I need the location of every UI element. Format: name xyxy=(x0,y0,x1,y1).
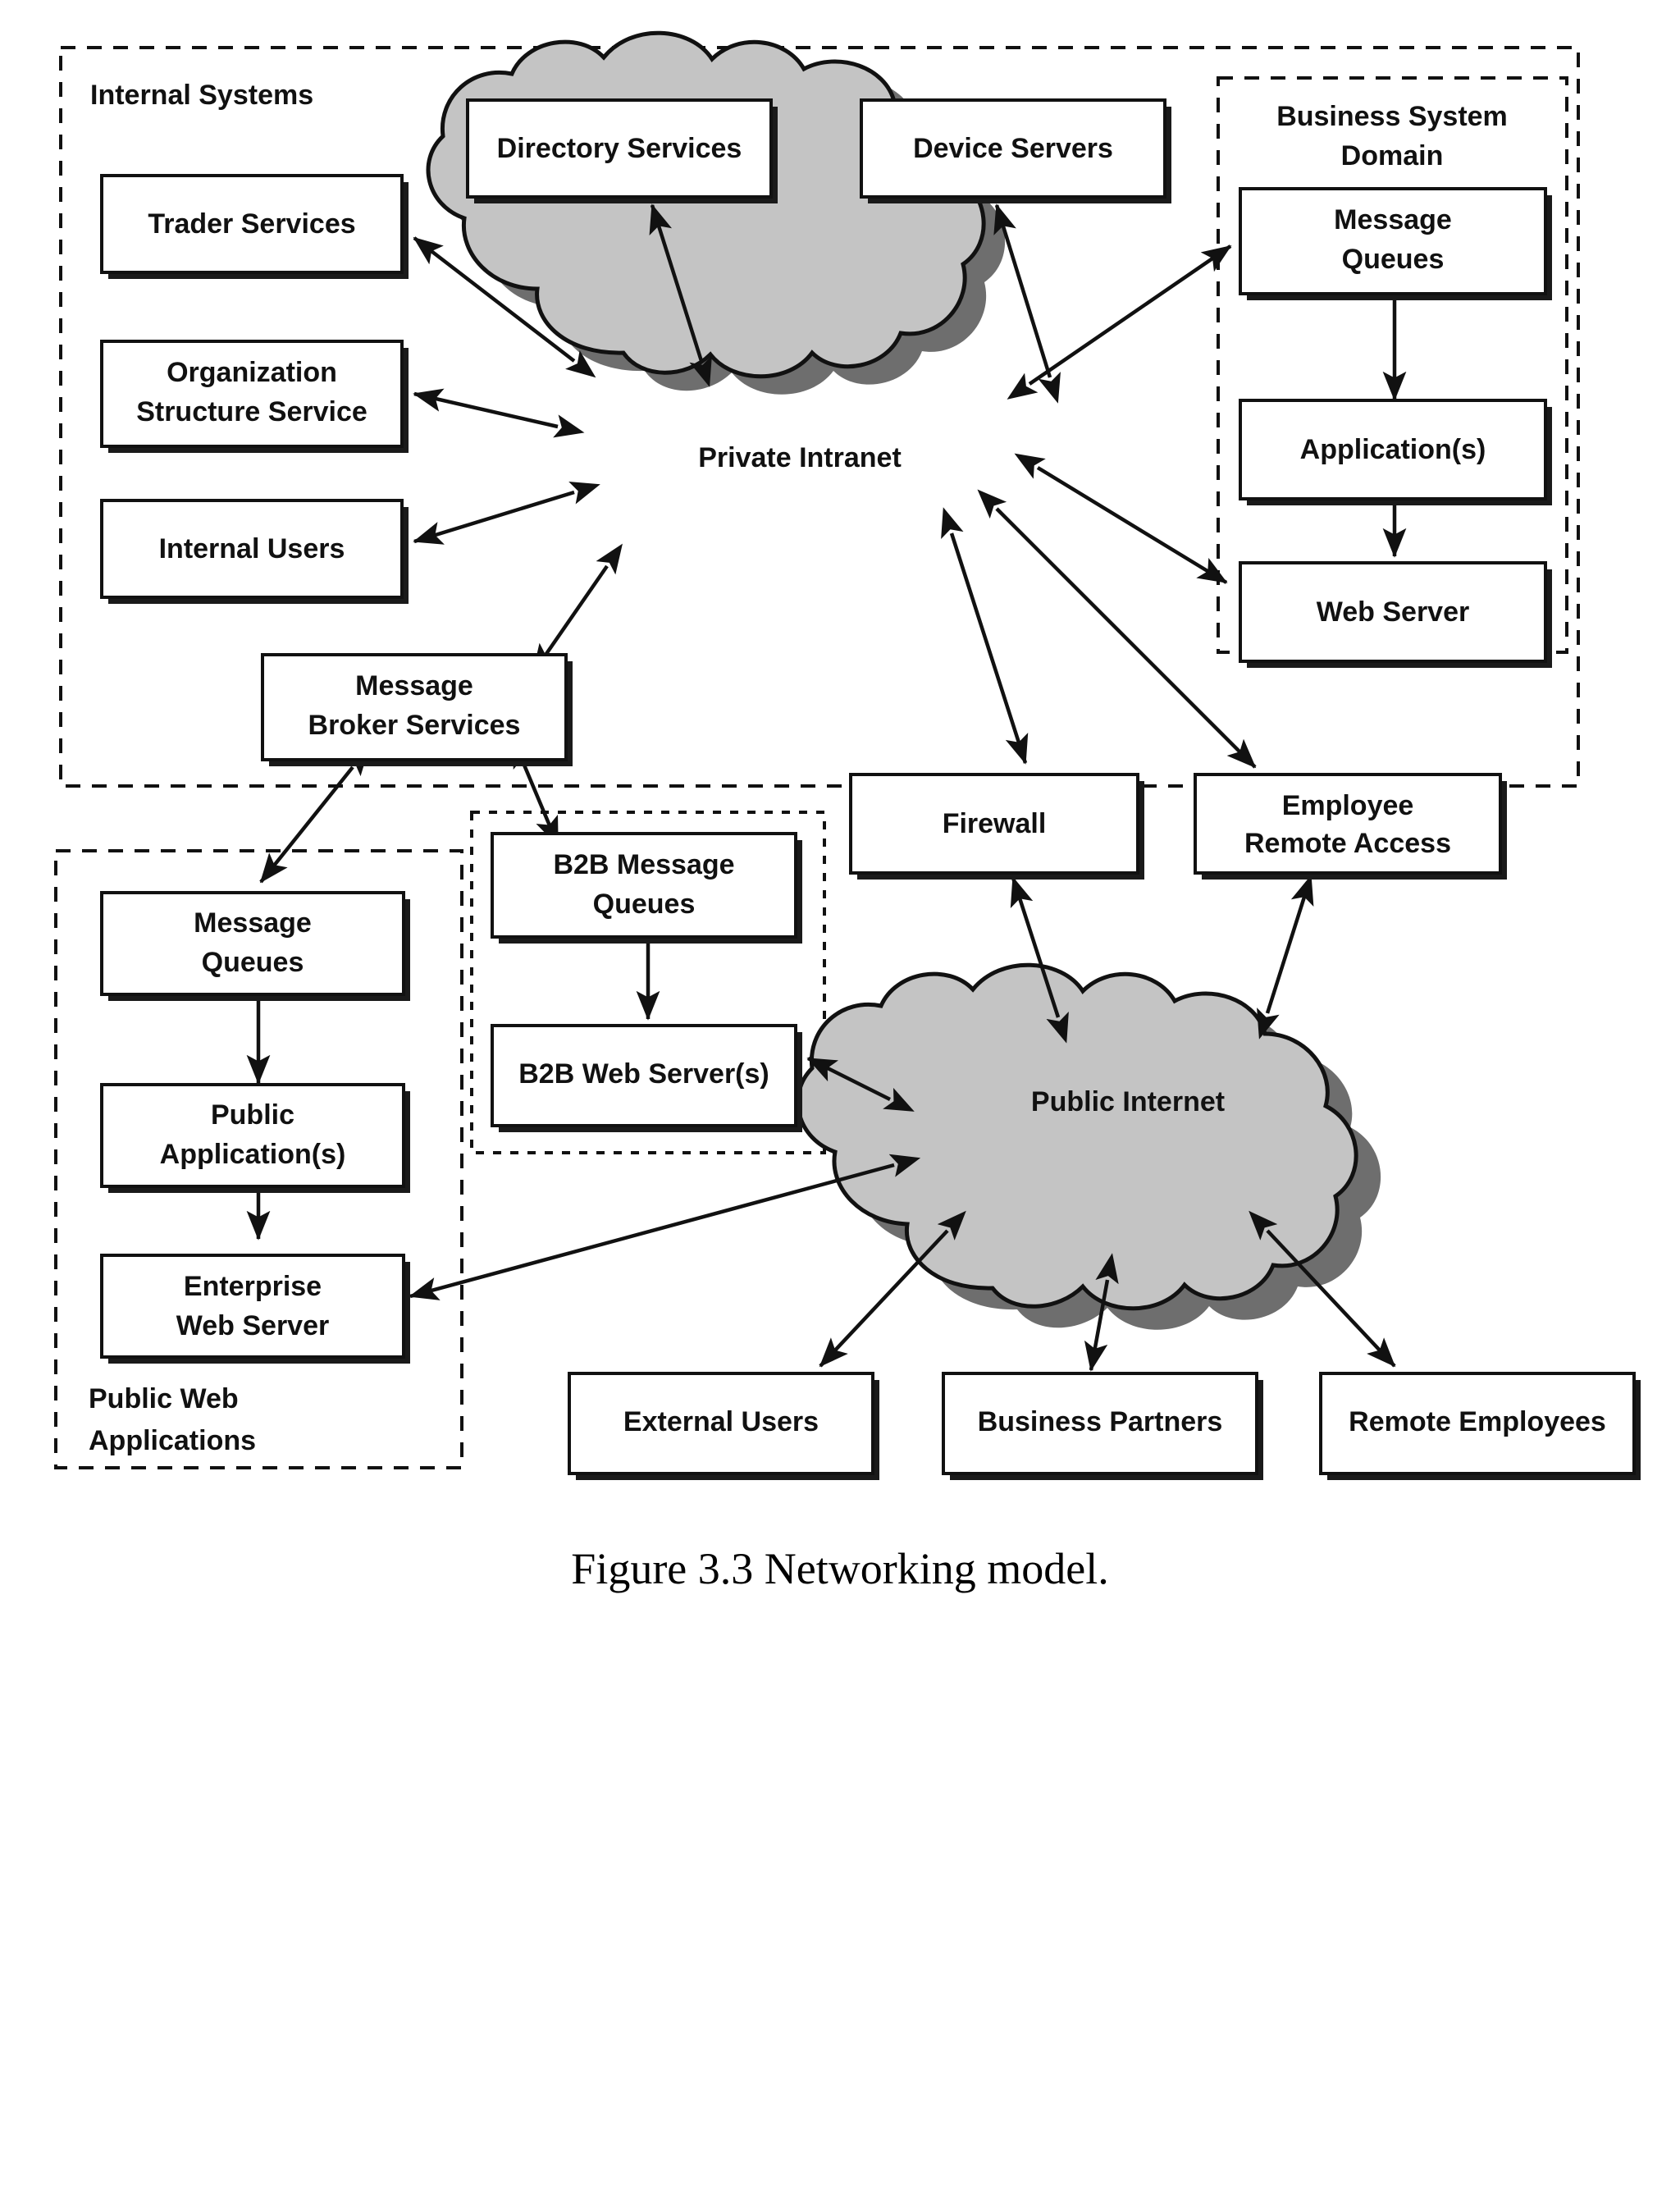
cloud-public-internet: Public Internet xyxy=(796,962,1381,1330)
node-enterprise-web-server[interactable]: Enterprise Web Server xyxy=(100,1254,410,1364)
node-device-servers-label: Device Servers xyxy=(913,133,1113,164)
node-b2b-web-servers-label: B2B Web Server(s) xyxy=(518,1058,769,1090)
zone-pwa-label-line2: Applications xyxy=(89,1425,256,1456)
zone-bsd-label-line1: Business System xyxy=(1276,101,1508,132)
node-device-servers[interactable]: Device Servers xyxy=(860,98,1171,203)
node-trader-services-label: Trader Services xyxy=(148,208,355,240)
zone-bsd-label-line2: Domain xyxy=(1341,140,1444,171)
cloud-public-internet-label: Public Internet xyxy=(1031,1086,1225,1117)
link-internet-external-users xyxy=(819,1210,966,1368)
zone-internal-systems-label: Internal Systems xyxy=(90,80,313,111)
zone-b2b xyxy=(470,811,826,1154)
node-pwa-mq-label-line2: Queues xyxy=(202,947,304,978)
node-org-structure-label-line2: Structure Service xyxy=(136,396,368,427)
node-firewall[interactable]: Firewall xyxy=(849,773,1144,880)
node-business-partners-label: Business Partners xyxy=(978,1406,1223,1437)
node-employee-remote-access[interactable]: Employee Remote Access xyxy=(1194,773,1507,880)
node-internal-users-label: Internal Users xyxy=(159,533,345,564)
node-message-broker-label-line1: Message xyxy=(355,670,473,701)
node-enterprise-web-server-label-line1: Enterprise xyxy=(184,1271,322,1302)
link-broker-b2b-message-queues xyxy=(513,738,560,847)
cloud-private-intranet-label: Private Intranet xyxy=(698,442,902,473)
node-public-applications-label-line2: Application(s) xyxy=(160,1139,346,1170)
node-remote-employees[interactable]: Remote Employees xyxy=(1319,1372,1641,1480)
zone-pwa-label-line1: Public Web xyxy=(89,1383,239,1414)
link-intranet-employee-remote-access xyxy=(977,489,1257,769)
link-internet-b2b-web-servers xyxy=(806,1056,915,1112)
node-public-applications[interactable]: Public Application(s) xyxy=(100,1083,410,1193)
node-external-users[interactable]: External Users xyxy=(568,1372,879,1480)
node-pwa-mq-label-line1: Message xyxy=(194,907,312,939)
link-intranet-bsd-message-queues xyxy=(1007,244,1232,400)
node-bsd-web-server-label: Web Server xyxy=(1317,596,1469,628)
link-intranet-device-servers xyxy=(993,203,1061,404)
link-internet-employee-remote-access xyxy=(1257,875,1314,1040)
node-b2b-message-queues[interactable]: B2B Message Queues xyxy=(491,832,802,944)
link-internet-remote-employees xyxy=(1249,1210,1396,1368)
node-bsd-web-server[interactable]: Web Server xyxy=(1239,561,1552,668)
link-internet-enterprise-web-server xyxy=(409,1154,921,1300)
link-intranet-firewall xyxy=(941,507,1029,765)
node-employee-remote-access-label-line2: Remote Access xyxy=(1244,828,1451,859)
node-organization-structure-service[interactable]: Organization Structure Service xyxy=(100,340,409,453)
node-message-broker-label-line2: Broker Services xyxy=(308,710,521,741)
connection-layer xyxy=(246,203,1407,1372)
link-intranet-bsd-web-server xyxy=(1014,453,1228,584)
node-directory-services[interactable]: Directory Services xyxy=(466,98,778,203)
node-bsd-message-queues[interactable]: Message Queues xyxy=(1239,187,1552,300)
link-intranet-org-structure xyxy=(413,388,585,438)
node-directory-services-label: Directory Services xyxy=(497,133,742,164)
node-remote-employees-label: Remote Employees xyxy=(1349,1406,1606,1437)
node-b2b-mq-label-line1: B2B Message xyxy=(553,849,734,880)
node-bsd-applications-label: Application(s) xyxy=(1300,434,1486,465)
node-firewall-label: Firewall xyxy=(943,808,1047,839)
link-internet-firewall xyxy=(1010,876,1069,1044)
node-internal-users[interactable]: Internal Users xyxy=(100,499,409,604)
link-intranet-internal-users xyxy=(413,482,600,545)
node-bsd-mq-label-line1: Message xyxy=(1334,204,1452,235)
link-intranet-directory-services xyxy=(649,203,712,387)
node-message-broker-services[interactable]: Message Broker Services xyxy=(261,653,573,766)
node-bsd-applications[interactable]: Application(s) xyxy=(1239,399,1552,505)
node-pwa-message-queues[interactable]: Message Queues xyxy=(100,891,410,1001)
link-internet-business-partners xyxy=(1084,1253,1119,1372)
node-b2b-mq-label-line2: Queues xyxy=(593,889,696,920)
node-org-structure-label-line1: Organization xyxy=(167,357,337,388)
node-bsd-mq-label-line2: Queues xyxy=(1342,244,1445,275)
node-employee-remote-access-label-line1: Employee xyxy=(1282,790,1414,821)
node-b2b-web-servers[interactable]: B2B Web Server(s) xyxy=(491,1024,802,1132)
node-business-partners[interactable]: Business Partners xyxy=(942,1372,1263,1480)
link-intranet-trader-services xyxy=(413,236,596,378)
node-public-applications-label-line1: Public xyxy=(211,1099,294,1131)
link-broker-pwa-message-queues xyxy=(259,745,370,884)
figure-caption: Figure 3.3 Networking model. xyxy=(571,1544,1108,1593)
node-enterprise-web-server-label-line2: Web Server xyxy=(176,1310,329,1341)
node-external-users-label: External Users xyxy=(623,1406,819,1437)
node-trader-services[interactable]: Trader Services xyxy=(100,174,409,279)
